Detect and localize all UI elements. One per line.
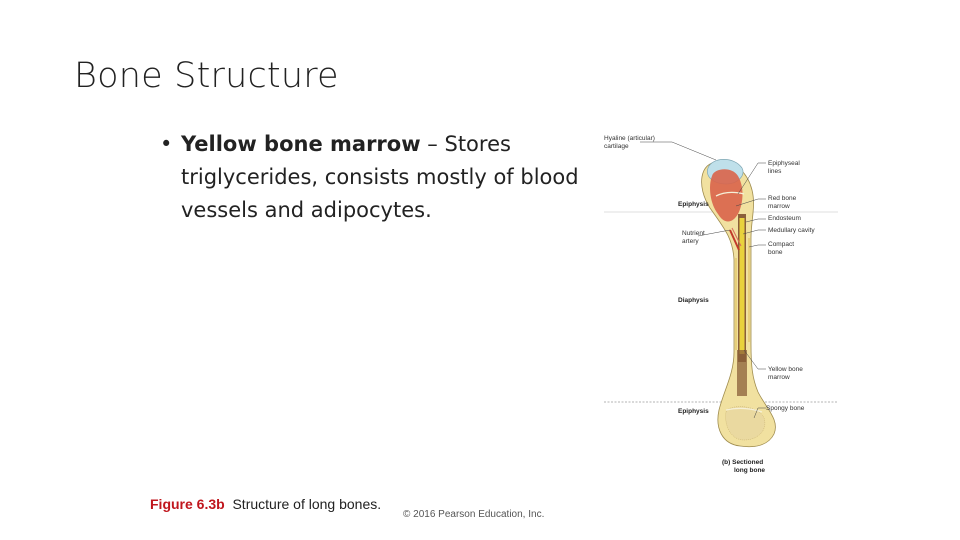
label-nutrient-1: Nutrient <box>682 230 705 237</box>
bullet-term: Yellow bone marrow <box>181 132 421 156</box>
label-hyaline-1: Hyaline (articular) <box>604 135 655 142</box>
label-nutrient-2: artery <box>682 238 699 245</box>
medullary-cavity-lower <box>737 350 747 396</box>
label-panel-1: (b) Sectioned <box>722 459 763 466</box>
label-red-marrow-1: Red bone <box>768 195 797 202</box>
label-compact-2: bone <box>768 249 783 256</box>
figure-caption-label: Figure 6.3b <box>150 496 225 512</box>
label-epiphysis-bottom: Epiphysis <box>678 408 709 415</box>
label-yellow-2: marrow <box>768 374 790 381</box>
copyright-notice: © 2016 Pearson Education, Inc. <box>403 509 544 520</box>
bullet-separator: – <box>421 132 445 156</box>
label-hyaline-2: cartilage <box>604 143 629 150</box>
figure-caption: Figure 6.3b Structure of long bones. <box>150 496 381 512</box>
label-epiphysis-top: Epiphysis <box>678 201 709 208</box>
figure-caption-text: Structure of long bones. <box>232 496 381 512</box>
label-endosteum: Endosteum <box>768 215 801 222</box>
label-yellow-1: Yellow bone <box>768 366 803 373</box>
label-compact-1: Compact <box>768 241 794 248</box>
label-panel-2: long bone <box>734 467 765 474</box>
leader-hyaline <box>640 142 716 160</box>
leader-compact <box>749 245 766 247</box>
label-diaphysis: Diaphysis <box>678 297 709 304</box>
label-red-marrow-2: marrow <box>768 203 790 210</box>
bullet-dot: • <box>160 128 172 161</box>
yellow-bone-marrow <box>740 218 745 354</box>
label-medullary: Medullary cavity <box>768 227 815 234</box>
long-bone-illustration: Hyaline (articular) cartilage Epiphysis … <box>598 128 838 478</box>
label-spongy: Spongy bone <box>766 405 805 412</box>
slide-title: Bone Structure <box>74 56 339 96</box>
label-epiphyseal-2: lines <box>768 168 782 175</box>
bullet-item: • Yellow bone marrow – Stores triglyceri… <box>160 128 580 227</box>
long-bone-figure: Hyaline (articular) cartilage Epiphysis … <box>598 128 838 478</box>
bullet-content: Yellow bone marrow – Stores triglyceride… <box>160 128 580 227</box>
label-epiphyseal-1: Epiphyseal <box>768 160 800 167</box>
